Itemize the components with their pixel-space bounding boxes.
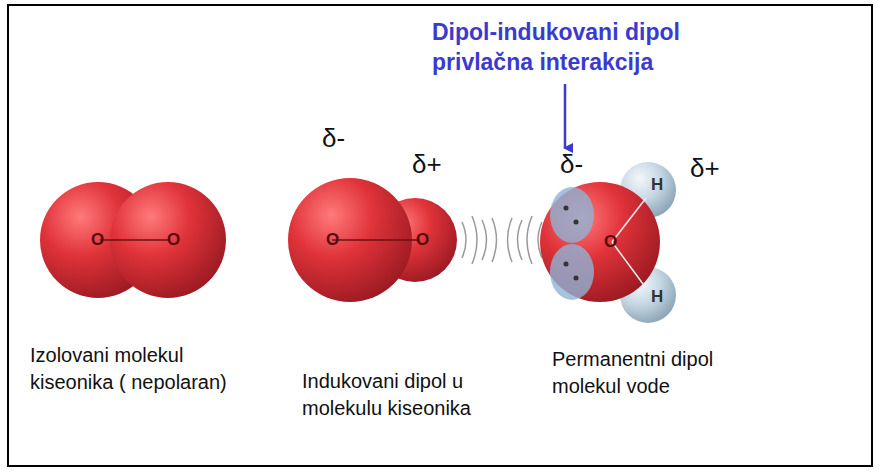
oxygen-molecule-nonpolar: [40, 182, 226, 298]
charge-sign: δ-: [322, 122, 345, 155]
caption-text: Izolovani molekul kiseonika ( nepolaran): [30, 342, 230, 396]
atom-letter: O: [416, 229, 429, 250]
frame: [8, 5, 872, 466]
atom-letter: H: [651, 286, 663, 307]
charge-sign: δ-: [560, 148, 583, 181]
charge-sign: δ+: [690, 152, 720, 185]
caption-text: Permanentni dipol molekul vode: [552, 346, 767, 400]
caption-text: Indukovani dipol u molekulu kiseonika: [302, 368, 477, 422]
charge-sign: δ+: [412, 148, 442, 181]
atom-letter: O: [326, 229, 339, 250]
atom-letter: O: [91, 229, 104, 250]
interaction-waves: [462, 216, 542, 264]
atom-letter: O: [167, 229, 180, 250]
title: Dipol-indukovani dipol privlačna interak…: [432, 18, 732, 78]
water-molecule: [540, 162, 676, 323]
atom-letter: H: [651, 174, 663, 195]
atom-letter: O: [604, 231, 617, 252]
oxygen-molecule-induced: [288, 178, 457, 302]
pointer-arrow: [564, 84, 567, 148]
